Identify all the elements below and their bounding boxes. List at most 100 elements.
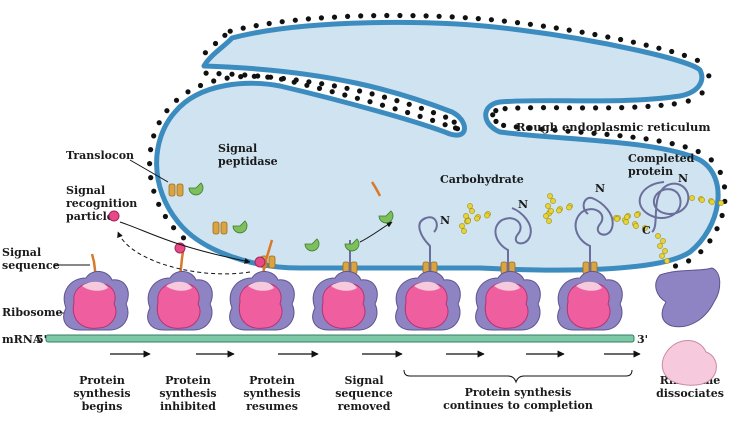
er-ribosome-dot: [501, 18, 507, 24]
er-ribosome-dot: [202, 50, 208, 56]
ribosome-highlight: [331, 281, 357, 291]
er-ribosome-dot: [242, 72, 248, 78]
carbohydrate-bead: [699, 197, 705, 203]
er-ribosome-dot: [515, 105, 521, 111]
translocon-label: Translocon: [66, 149, 134, 162]
carbohydrate-bead: [624, 214, 630, 220]
er-ribosome-dot: [617, 133, 623, 139]
translocon-pore: [268, 255, 276, 269]
stage-3-label-line-3: resumes: [246, 400, 298, 413]
er-ribosome-dot: [539, 126, 545, 132]
stage-4-label-line-1: Signal: [344, 374, 383, 387]
er-ribosome-dot: [316, 85, 323, 91]
er-ribosome-dot: [714, 226, 720, 232]
er-ribosome-dot: [686, 258, 692, 264]
er-ribosome-dot: [173, 97, 180, 103]
er-ribosome-dot: [405, 109, 411, 116]
er-ribosome-dot: [566, 105, 573, 111]
carbohydrate-bead: [634, 212, 640, 218]
er-ribosome-dot: [423, 13, 429, 19]
er-ribosome-dot: [354, 95, 360, 101]
translocon-leader: [129, 159, 169, 183]
n-terminus-label-2: N: [518, 198, 528, 211]
carbohydrate-bead: [474, 215, 480, 222]
er-ribosome-dot: [436, 13, 442, 19]
er-ribosome-dot: [442, 122, 448, 128]
carbohydrate-bead: [546, 218, 552, 224]
er-ribosome-dot: [397, 12, 403, 19]
er-ribosome-dot: [672, 263, 679, 269]
carbohydrate-bead: [467, 203, 473, 209]
stage-6-label-line-2: dissociates: [656, 387, 724, 400]
carbohydrate-bead: [469, 208, 475, 214]
er-ribosome-dot: [717, 169, 723, 175]
er-ribosome-dot: [266, 20, 272, 27]
er-ribosome-dot: [592, 31, 598, 38]
er-ribosome-dot: [229, 71, 235, 77]
ribosome-highlight: [166, 281, 192, 291]
er-ribosome-dot: [553, 25, 559, 31]
stage-5-label-line-2: continues to completion: [443, 399, 593, 412]
cleaved-signal-sequence: [370, 181, 382, 197]
completion-brace: [403, 369, 633, 384]
er-ribosome-dot: [454, 126, 461, 132]
er-ribosome-dot: [565, 128, 571, 134]
er-ribosome-dot: [501, 122, 507, 128]
carbohydrate-bead: [664, 258, 670, 264]
signal-sequence-label-1: Signal: [2, 246, 41, 259]
er-ribosome-dot: [238, 74, 244, 80]
signal-peptidase: [232, 220, 248, 234]
er-ribosome-dot: [630, 134, 636, 140]
er-ribosome-dot: [490, 112, 496, 118]
er-ribosome-dot: [369, 91, 375, 97]
er-ribosome-dot: [381, 94, 388, 100]
er-ribosome-dot: [695, 148, 701, 155]
translocon-pore: [220, 221, 228, 235]
er-ribosome-dot: [392, 106, 398, 112]
srp-label-3: particle: [66, 210, 114, 223]
ribosome-group: [63, 271, 623, 331]
peptidase-release-arrow: [359, 221, 393, 243]
er-ribosome-dot: [180, 235, 187, 241]
er-ribosome-dot: [329, 89, 335, 95]
er-ribosome-dot: [164, 108, 170, 114]
er-ribosome-dot: [656, 138, 662, 144]
er-ribosome-dot: [371, 13, 377, 19]
carbohydrate-bead: [484, 212, 490, 219]
carbohydrate-bead: [718, 200, 724, 206]
er-ribosome-dot: [268, 74, 274, 80]
er-ribosome-dot: [593, 105, 599, 111]
er-ribosome-dot: [418, 105, 424, 111]
er-ribosome-dot: [606, 105, 612, 111]
er-ribosome-dot: [151, 188, 157, 194]
er-ribosome-dot: [227, 28, 233, 34]
er-ribosome-dot: [331, 83, 337, 89]
dissociated-large-subunit: [655, 267, 721, 328]
er-ribosome-dot: [462, 15, 468, 21]
signal-peptidase: [344, 238, 360, 252]
er-ribosome-dot: [253, 23, 259, 29]
stage-3-label-line-1: Protein: [249, 374, 295, 387]
er-ribosome-dot: [449, 14, 455, 20]
stage-label-group: ProteinsynthesisbeginsProteinsynthesisin…: [73, 374, 724, 413]
signal-peptidase: [188, 182, 204, 196]
signal-peptidase: [378, 210, 394, 224]
er-ribosome-dot: [358, 13, 364, 19]
carbohydrate-bead: [463, 213, 469, 219]
er-ribosome-dot: [643, 136, 649, 142]
signal-peptidase-label-2: peptidase: [218, 155, 278, 168]
er-ribosome-dot: [579, 29, 585, 35]
er-ribosome-dot: [185, 89, 191, 95]
er-ribosome-dot: [475, 16, 481, 22]
er-ribosome-dot: [502, 106, 508, 112]
srp-docked-particle: [254, 256, 266, 268]
carbohydrate-bead: [547, 193, 553, 199]
er-ribosome-dot: [669, 48, 675, 55]
er-ribosome-dot: [211, 78, 217, 84]
er-ribosome-dot: [443, 114, 449, 120]
er-ribosome-dot: [604, 131, 610, 137]
er-ribosome-dot: [618, 36, 624, 43]
er-ribosome-dot: [345, 13, 351, 19]
c-terminus-label: C: [642, 224, 651, 237]
